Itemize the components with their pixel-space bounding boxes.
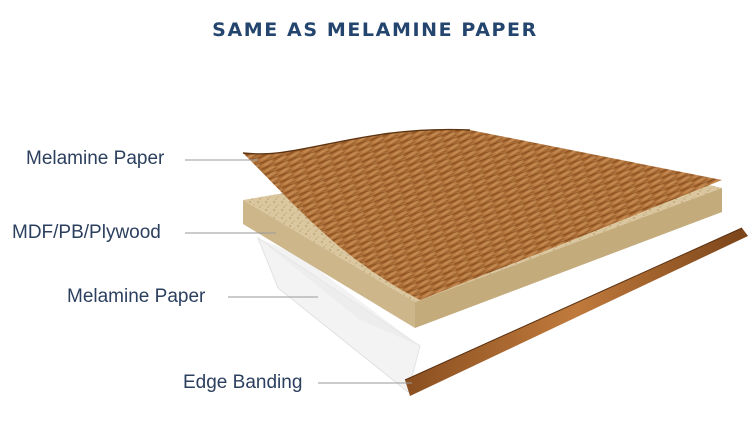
backing-paper-shadow bbox=[258, 238, 420, 346]
label-board-core: MDF/PB/Plywood bbox=[12, 222, 161, 243]
edge-banding-strip bbox=[405, 228, 748, 396]
label-melamine-paper-top: Melamine Paper bbox=[26, 148, 165, 169]
top-paper-curl-edge bbox=[242, 128, 471, 155]
edge-banding-top-line bbox=[404, 227, 743, 381]
page-title: SAME AS MELAMINE PAPER bbox=[212, 19, 538, 41]
top-melamine-paper bbox=[243, 129, 722, 300]
label-melamine-paper-bottom: Melamine Paper bbox=[67, 286, 206, 307]
board-core-side-edge bbox=[415, 188, 722, 328]
label-edge-banding: Edge Banding bbox=[183, 372, 303, 393]
board-core-front-edge bbox=[243, 200, 415, 328]
leader-lines bbox=[185, 159, 412, 384]
